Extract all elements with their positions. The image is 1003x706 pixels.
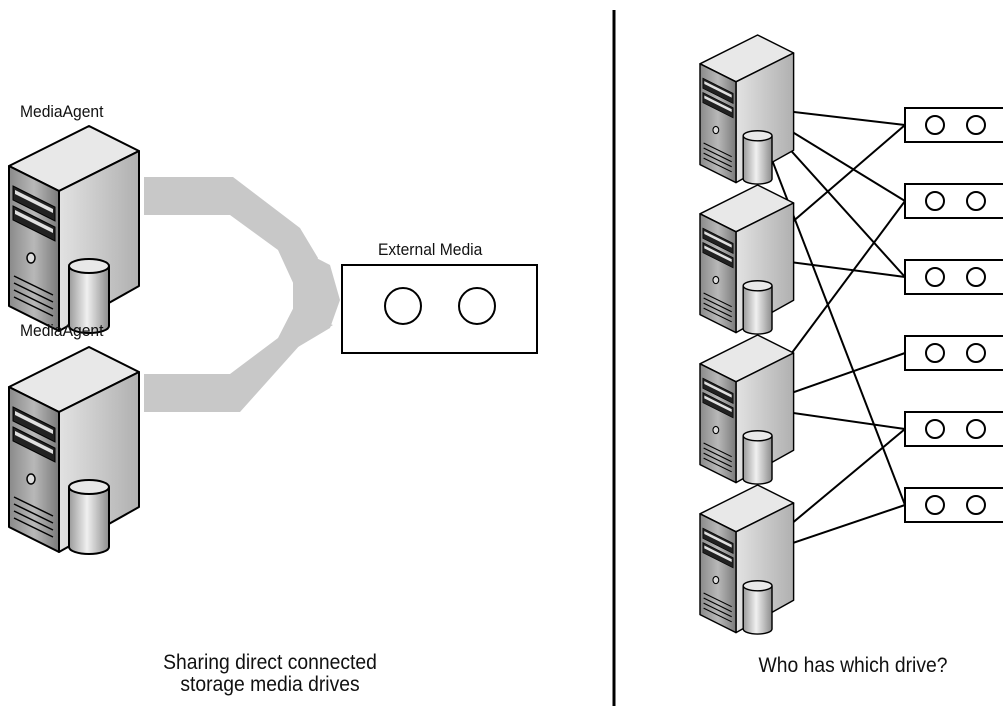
media-slot-icon [458, 287, 496, 325]
server-icon-agent-1 [8, 125, 140, 334]
external-media-label: External Media [378, 240, 483, 259]
server-icon [699, 334, 795, 485]
right-caption: Who has which drive? [758, 654, 948, 677]
agent-label-2: MediaAgent [20, 321, 104, 340]
right-drives [904, 107, 1003, 523]
agent-label-1: MediaAgent [20, 102, 104, 121]
left-caption-line-2: storage media drives [180, 673, 360, 696]
connection-line [750, 106, 906, 506]
tape-drive-icon [904, 259, 1003, 295]
server-icon [699, 184, 795, 335]
right-servers [699, 34, 795, 635]
server-icon [699, 484, 795, 635]
tape-drive-icon [904, 335, 1003, 371]
merge-arrow-bottom [144, 295, 333, 412]
server-icon-agent-2 [8, 346, 140, 555]
tape-drive-icon [904, 411, 1003, 447]
left-caption: Sharing direct connected storage media d… [114, 652, 427, 696]
connection-lines [750, 106, 906, 558]
server-icon [699, 34, 795, 185]
tape-drive-icon [904, 107, 1003, 143]
merge-arrow-top [144, 177, 318, 298]
media-slot-icon [384, 287, 422, 325]
left-caption-line-1: Sharing direct connected [163, 651, 377, 674]
external-media-drive [341, 264, 538, 354]
tape-drive-icon [904, 487, 1003, 523]
tape-drive-icon [904, 183, 1003, 219]
arrow-head [293, 246, 340, 350]
